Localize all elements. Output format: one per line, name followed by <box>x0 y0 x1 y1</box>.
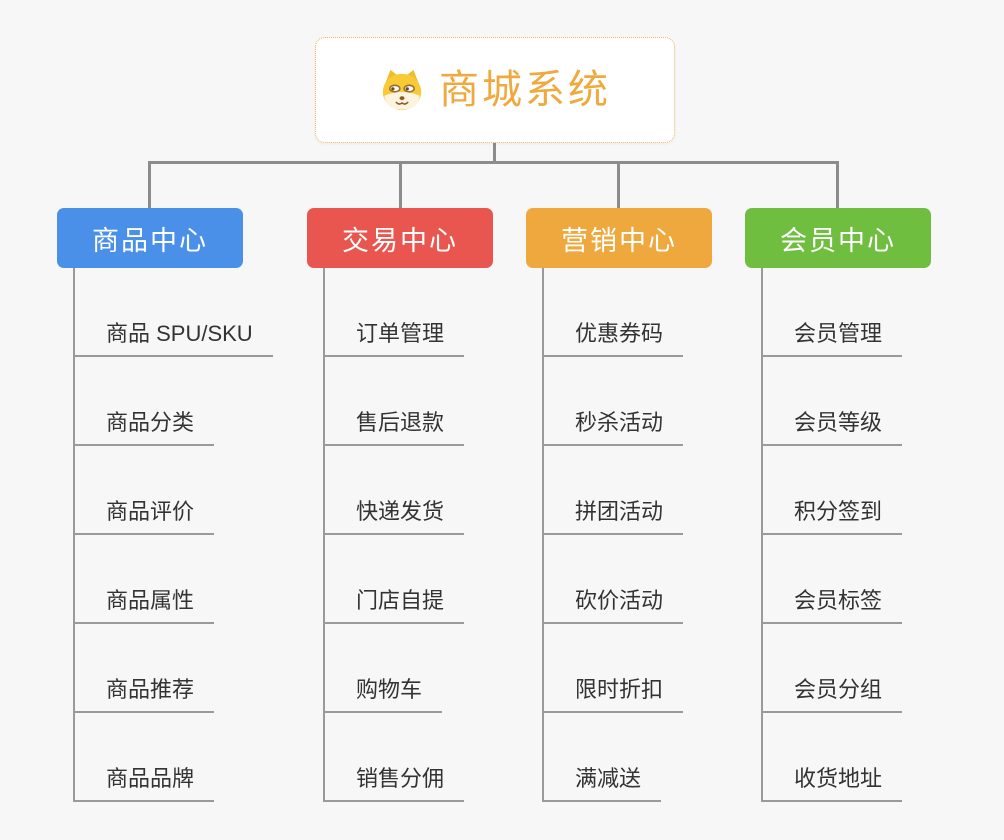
leaf-node[interactable]: 商品品牌 <box>73 762 215 802</box>
leaf-node[interactable]: 订单管理 <box>323 317 465 357</box>
leaf-node[interactable]: 会员管理 <box>761 317 903 357</box>
connector-drop <box>617 161 620 210</box>
leaf-node[interactable]: 会员分组 <box>761 673 903 713</box>
leaf-node[interactable]: 会员等级 <box>761 406 903 446</box>
branch-column-member: 会员管理 会员等级 积分签到 会员标签 会员分组 收货地址 <box>761 268 981 808</box>
leaf-node[interactable]: 门店自提 <box>323 584 465 624</box>
leaf-node[interactable]: 优惠券码 <box>542 317 684 357</box>
branch-column-product: 商品 SPU/SKU 商品分类 商品评价 商品属性 商品推荐 商品品牌 <box>73 268 293 808</box>
leaf-node[interactable]: 收货地址 <box>761 762 903 802</box>
leaf-node[interactable]: 购物车 <box>323 673 443 713</box>
leaf-node[interactable]: 秒杀活动 <box>542 406 684 446</box>
branch-column-trade: 订单管理 售后退款 快递发货 门店自提 购物车 销售分佣 <box>323 268 543 808</box>
leaf-node[interactable]: 售后退款 <box>323 406 465 446</box>
leaf-node[interactable]: 拼团活动 <box>542 495 684 535</box>
leaf-node[interactable]: 商品分类 <box>73 406 215 446</box>
leaf-node[interactable]: 积分签到 <box>761 495 903 535</box>
branch-node-marketing-center[interactable]: 营销中心 <box>526 208 712 268</box>
leaf-node[interactable]: 限时折扣 <box>542 673 684 713</box>
leaf-node[interactable]: 商品评价 <box>73 495 215 535</box>
shiba-dog-icon <box>379 68 425 112</box>
leaf-node[interactable]: 商品属性 <box>73 584 215 624</box>
root-node[interactable]: 商城系统 <box>315 37 675 143</box>
connector-bus <box>148 161 839 164</box>
connector-drop <box>148 161 151 210</box>
leaf-node[interactable]: 满减送 <box>542 762 662 802</box>
branch-node-member-center[interactable]: 会员中心 <box>745 208 931 268</box>
leaf-node[interactable]: 销售分佣 <box>323 762 465 802</box>
connector-root-stem <box>493 143 496 164</box>
branch-node-trade-center[interactable]: 交易中心 <box>307 208 493 268</box>
leaf-node[interactable]: 商品 SPU/SKU <box>73 317 273 357</box>
branch-node-product-center[interactable]: 商品中心 <box>57 208 243 268</box>
leaf-node[interactable]: 快递发货 <box>323 495 465 535</box>
leaf-node[interactable]: 砍价活动 <box>542 584 684 624</box>
leaf-node[interactable]: 会员标签 <box>761 584 903 624</box>
leaf-node[interactable]: 商品推荐 <box>73 673 215 713</box>
branch-column-marketing: 优惠券码 秒杀活动 拼团活动 砍价活动 限时折扣 满减送 <box>542 268 762 808</box>
root-title: 商城系统 <box>439 68 611 112</box>
connector-drop <box>399 161 402 210</box>
connector-drop <box>836 161 839 210</box>
